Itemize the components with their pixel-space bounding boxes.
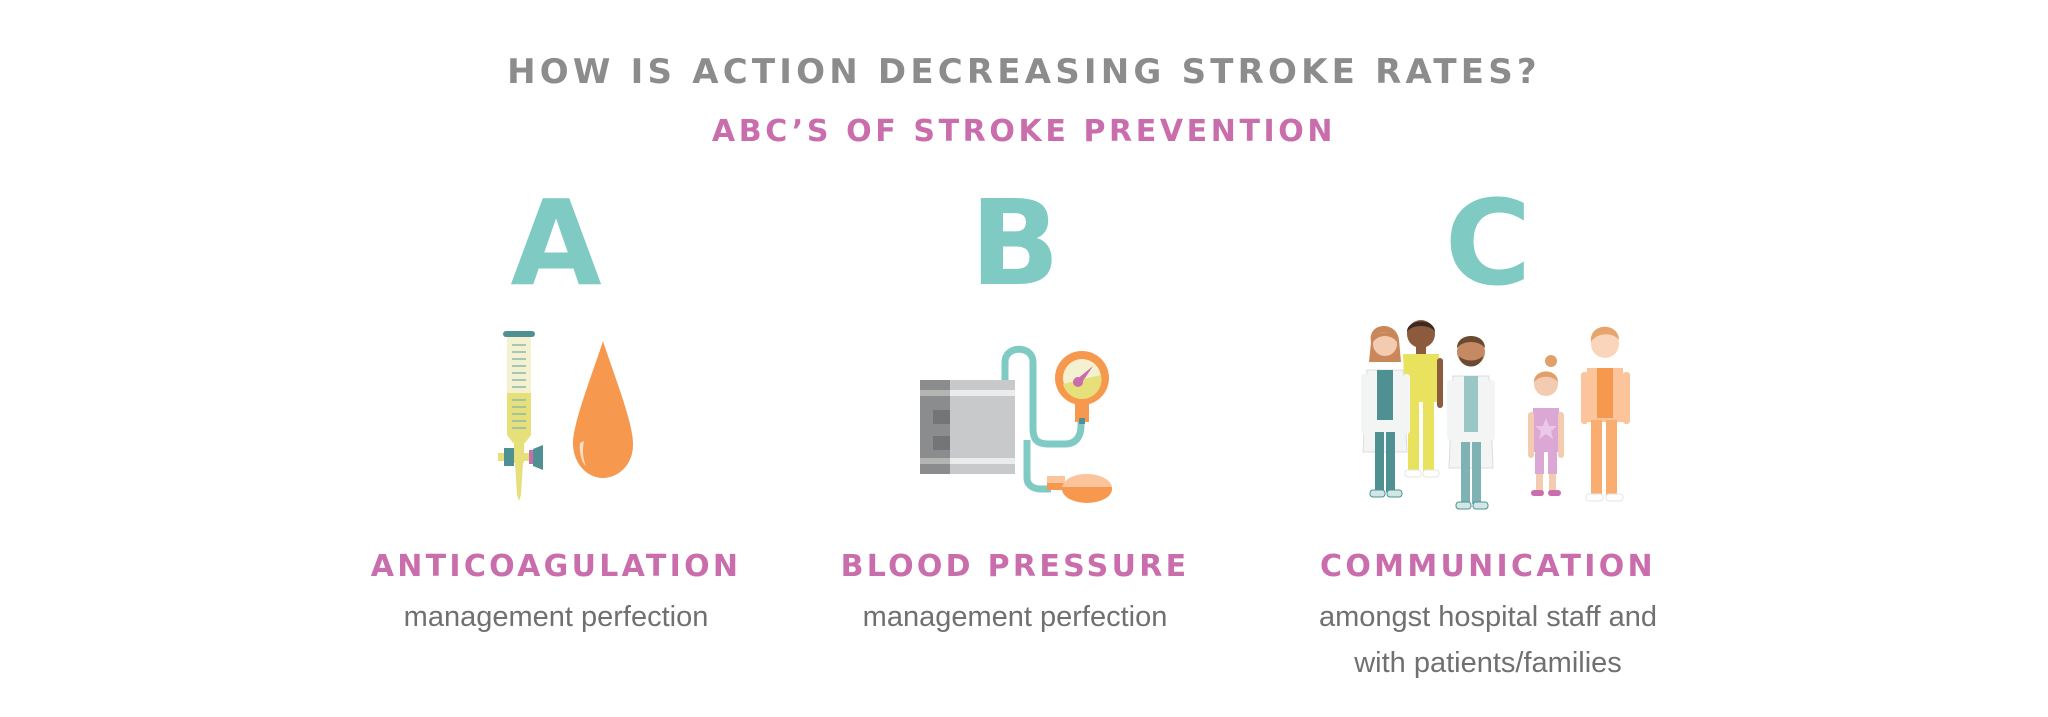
female-doctor-figure-icon <box>1361 325 1410 498</box>
page-title: HOW IS ACTION DECREASING STROKE RATES? <box>507 52 1541 92</box>
blood-pressure-cuff-icon <box>920 345 1112 503</box>
hospital-staff-and-family-icon <box>1361 320 1630 510</box>
male-doctor-figure-icon <box>1447 336 1495 510</box>
label-communication: COMMUNICATION <box>1320 549 1656 584</box>
girl-figure-icon <box>1528 355 1564 496</box>
column-anticoagulation: A A <box>296 0 816 717</box>
letter-c: C <box>1444 174 1532 312</box>
nurse-figure-icon <box>1403 320 1443 478</box>
column-communication: C <box>1228 0 1748 717</box>
description-blood-pressure: management perfection <box>862 601 1168 633</box>
label-anticoagulation: ANTICOAGULATION <box>370 549 742 584</box>
letter-a: A <box>510 174 602 312</box>
page-subtitle: ABC’S OF STROKE PREVENTION <box>711 114 1337 149</box>
father-figure-icon <box>1581 326 1630 502</box>
blood-drop-icon <box>572 341 634 478</box>
description-anticoagulation: management perfection <box>403 601 709 633</box>
label-blood-pressure: BLOOD PRESSURE <box>840 549 1190 584</box>
column-blood-pressure: B BLOOD PRESSURE <box>755 0 1275 717</box>
pressure-gauge-icon <box>1055 351 1109 424</box>
burette-icon <box>498 331 543 501</box>
pump-bulb-icon <box>1047 474 1112 503</box>
letter-b: B <box>970 174 1060 312</box>
burette-and-blood-drop-icon <box>498 331 634 501</box>
description-communication: amongst hospital staff and with patients… <box>1318 601 1658 679</box>
